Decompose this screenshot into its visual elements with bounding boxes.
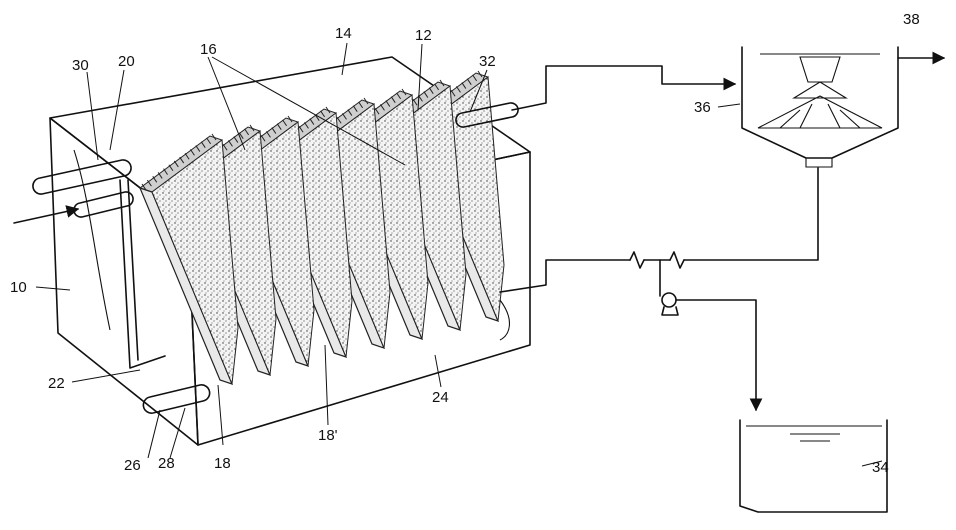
leader-lines	[35, 42, 883, 467]
label-18prime: 18'	[318, 427, 338, 444]
outlet-pipe-32	[455, 102, 519, 128]
label-24: 24	[432, 389, 449, 406]
filter-panel	[138, 133, 239, 385]
clarifier-36	[741, 46, 946, 168]
outlet-line-to-clarifier	[511, 65, 737, 111]
inlet-pipe-20	[32, 159, 132, 195]
filter-panel-stack	[138, 70, 505, 385]
inlet-pipe-30	[73, 191, 134, 218]
label-16: 16	[200, 41, 217, 58]
aeration-pipe	[119, 179, 166, 369]
pump-to-sludge-tank-line	[675, 299, 763, 412]
sludge-tank-34	[739, 419, 888, 513]
inlet-flow-arrow	[13, 205, 80, 224]
label-34: 34	[872, 459, 889, 476]
label-38: 38	[903, 11, 920, 28]
inlet-pipes	[13, 159, 134, 224]
label-22: 22	[48, 375, 65, 392]
label-28: 28	[158, 455, 175, 472]
label-14: 14	[335, 25, 352, 42]
return-line	[499, 167, 819, 412]
outlet-pipe	[455, 65, 737, 128]
label-26: 26	[124, 457, 141, 474]
label-32: 32	[479, 53, 496, 70]
label-18: 18	[214, 455, 231, 472]
label-20: 20	[118, 53, 135, 70]
check-valve-2	[669, 251, 685, 269]
label-30: 30	[72, 57, 89, 74]
label-10: 10	[10, 279, 27, 296]
reference-labels: 14 12 16 20 30 32 38 36 10 22 24 18' 26 …	[10, 11, 920, 476]
sludge-pipe	[142, 384, 211, 414]
label-36: 36	[694, 99, 711, 116]
pump-icon	[661, 292, 679, 316]
label-12: 12	[415, 27, 432, 44]
check-valve-1	[629, 251, 645, 269]
